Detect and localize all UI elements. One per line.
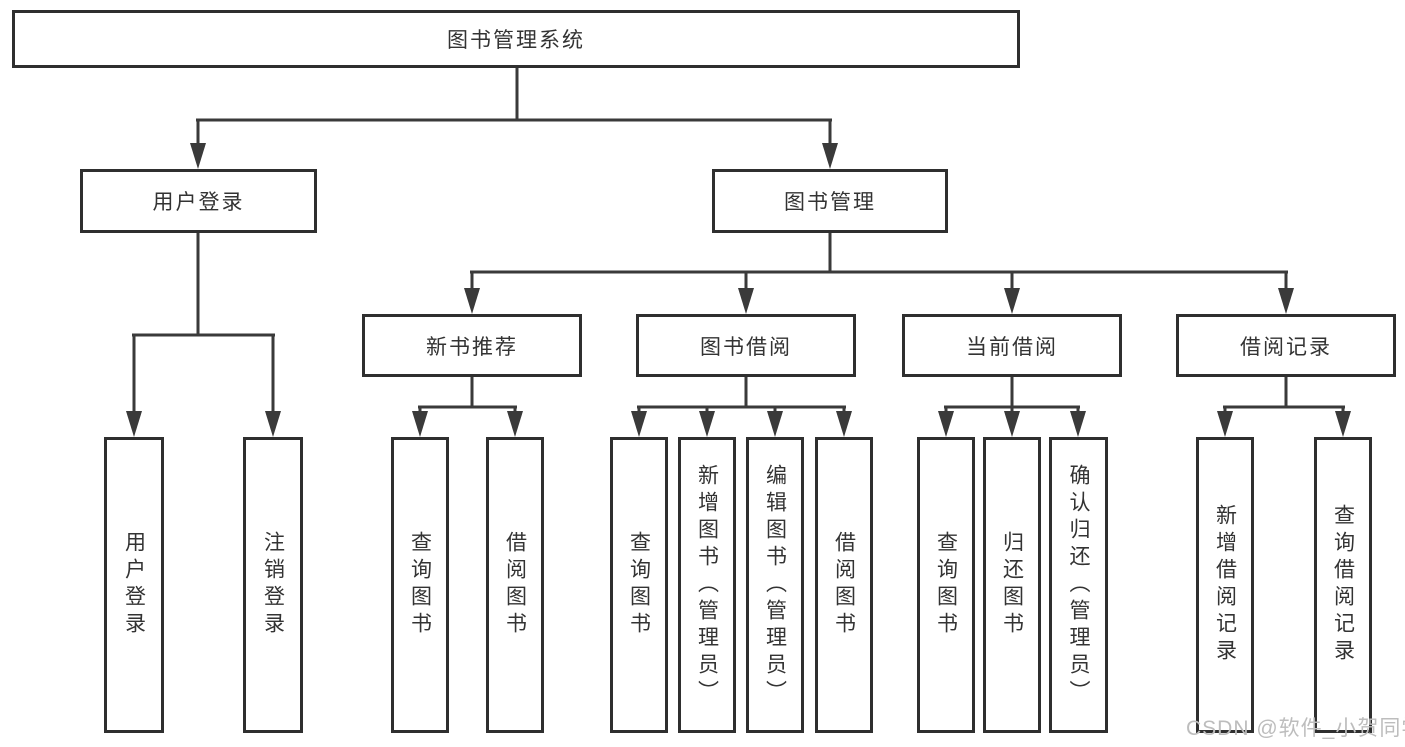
node-label: 查询借阅记录 <box>1331 504 1355 666</box>
watermark-text: CSDN @软件_小贺同学 <box>1186 717 1405 740</box>
node-current-borrow: 当前借阅 <box>902 314 1122 377</box>
node-borrow-records: 借阅记录 <box>1176 314 1396 377</box>
node-user-login-action: 用户登录 <box>104 437 164 733</box>
node-label: 当前借阅 <box>966 335 1058 359</box>
node-label: 借阅图书 <box>503 531 527 639</box>
node-edit-book-admin: 编辑图书（管理员） <box>746 437 804 733</box>
node-query-books-borrow: 查询图书 <box>610 437 668 733</box>
node-label: 编辑图书（管理员） <box>763 463 787 707</box>
node-new-book-recommend: 新书推荐 <box>362 314 582 377</box>
node-label: 归还图书 <box>1000 531 1024 639</box>
node-query-borrow-record: 查询借阅记录 <box>1314 437 1372 733</box>
node-query-books-recommend: 查询图书 <box>391 437 449 733</box>
node-label: 新增借阅记录 <box>1213 504 1237 666</box>
node-label: 查询图书 <box>408 531 432 639</box>
node-label: 图书借阅 <box>700 335 792 359</box>
node-logout: 注销登录 <box>243 437 303 733</box>
node-borrow-books-borrow: 借阅图书 <box>815 437 873 733</box>
node-label: 查询图书 <box>627 531 651 639</box>
node-user-login: 用户登录 <box>80 169 317 233</box>
node-root: 图书管理系统 <box>12 10 1020 68</box>
node-label: 借阅记录 <box>1240 335 1332 359</box>
node-label: 查询图书 <box>934 531 958 639</box>
node-label: 用户登录 <box>122 531 146 639</box>
node-add-book-admin: 新增图书（管理员） <box>678 437 736 733</box>
node-add-borrow-record: 新增借阅记录 <box>1196 437 1254 733</box>
node-label: 新书推荐 <box>426 335 518 359</box>
node-return-book: 归还图书 <box>983 437 1041 733</box>
node-label: 借阅图书 <box>832 531 856 639</box>
node-borrow-books-recommend: 借阅图书 <box>486 437 544 733</box>
node-label: 注销登录 <box>261 531 285 639</box>
node-query-books-current: 查询图书 <box>917 437 975 733</box>
node-label: 图书管理 <box>784 191 876 214</box>
node-confirm-return-admin: 确认归还（管理员） <box>1049 437 1108 733</box>
node-book-borrow: 图书借阅 <box>636 314 856 377</box>
node-label: 新增图书（管理员） <box>695 463 719 707</box>
node-label: 用户登录 <box>152 191 245 214</box>
node-book-management: 图书管理 <box>712 169 948 233</box>
node-label: 确认归还（管理员） <box>1067 463 1090 707</box>
node-label: 图书管理系统 <box>447 29 585 52</box>
